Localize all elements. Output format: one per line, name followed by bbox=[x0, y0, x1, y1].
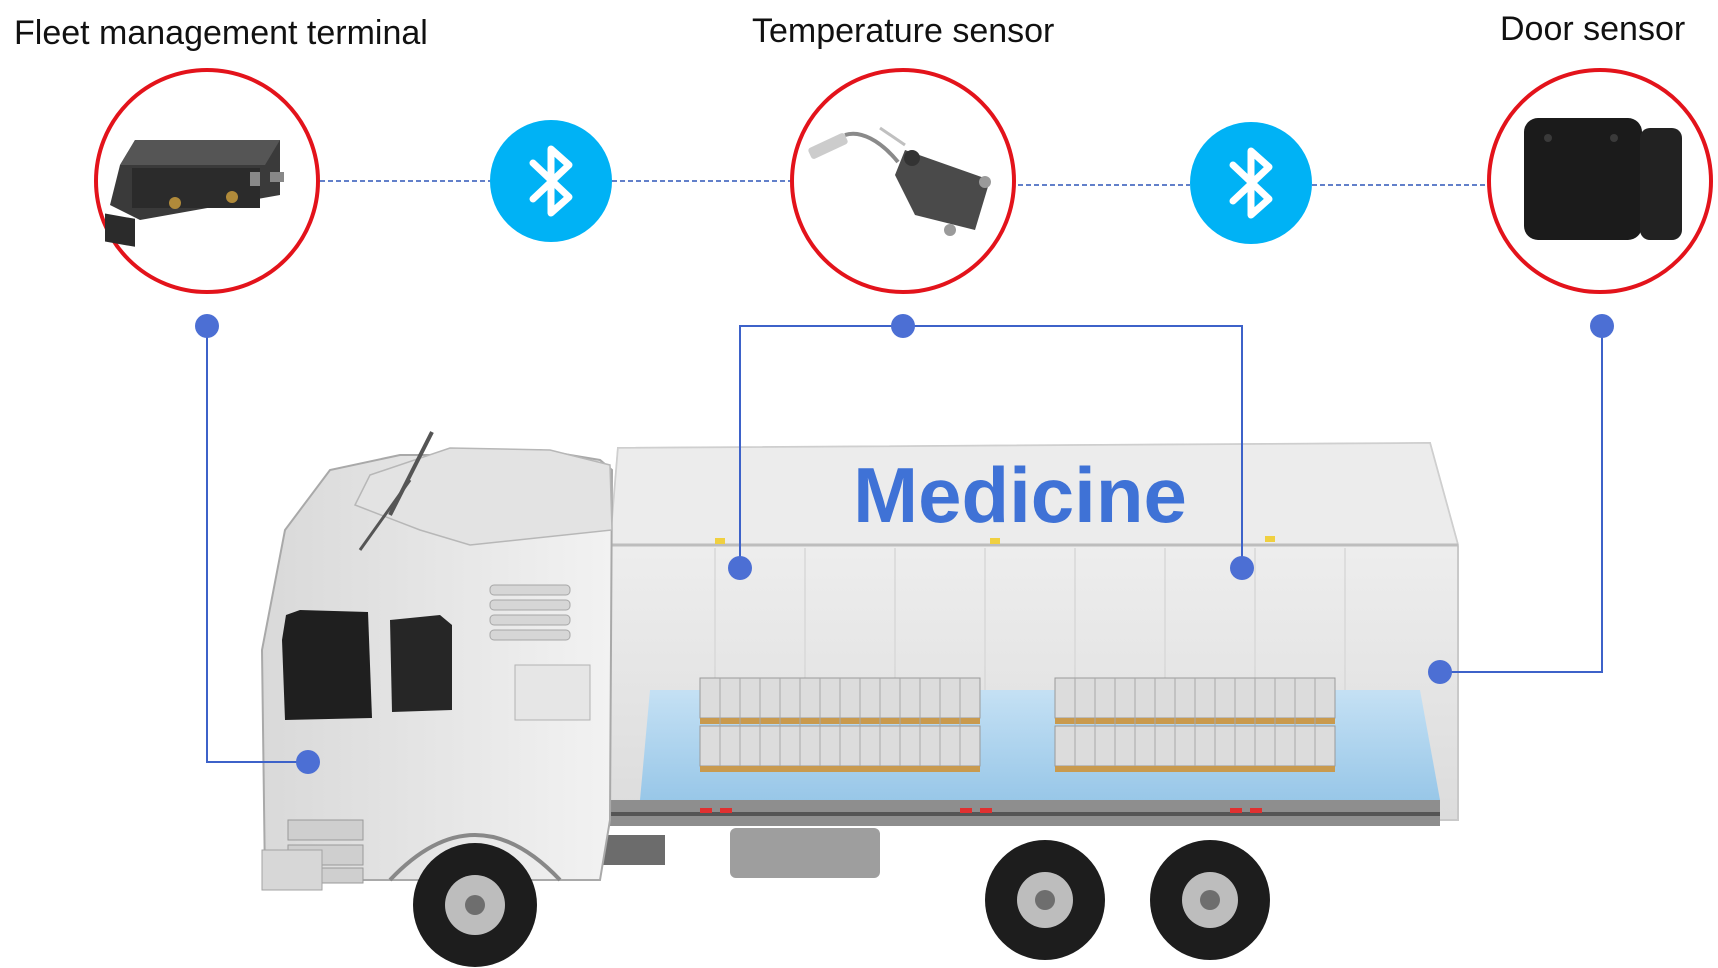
door-sensor-label: Door sensor bbox=[1500, 10, 1686, 48]
temperature-sensor-label: Temperature sensor bbox=[752, 12, 1055, 50]
cargo-medicine-text: Medicine bbox=[853, 451, 1187, 539]
fleet-terminal-label: Fleet management terminal bbox=[14, 14, 428, 52]
truck-wheels bbox=[413, 840, 1270, 967]
truck-illustration bbox=[260, 431, 1459, 967]
bluetooth-icon-right bbox=[1190, 122, 1312, 244]
dashed-link-lines bbox=[320, 180, 1485, 186]
bluetooth-icon-left bbox=[490, 120, 612, 242]
connector-lines bbox=[206, 325, 1603, 763]
fleet-terminal-anchor-dot bbox=[195, 314, 219, 338]
temperature-mount-right-dot bbox=[1230, 556, 1254, 580]
fleet-terminal-device bbox=[94, 68, 320, 294]
door-sensor-device bbox=[1487, 68, 1713, 294]
medicine-pallets bbox=[699, 677, 1336, 772]
temperature-sensor-anchor-dot bbox=[891, 314, 915, 338]
temperature-sensor-device bbox=[790, 68, 1016, 294]
temperature-mount-left-dot bbox=[728, 556, 752, 580]
door-mount-dot bbox=[1428, 660, 1452, 684]
door-sensor-anchor-dot bbox=[1590, 314, 1614, 338]
cab-mount-dot bbox=[296, 750, 320, 774]
connector-dots bbox=[195, 314, 1614, 774]
